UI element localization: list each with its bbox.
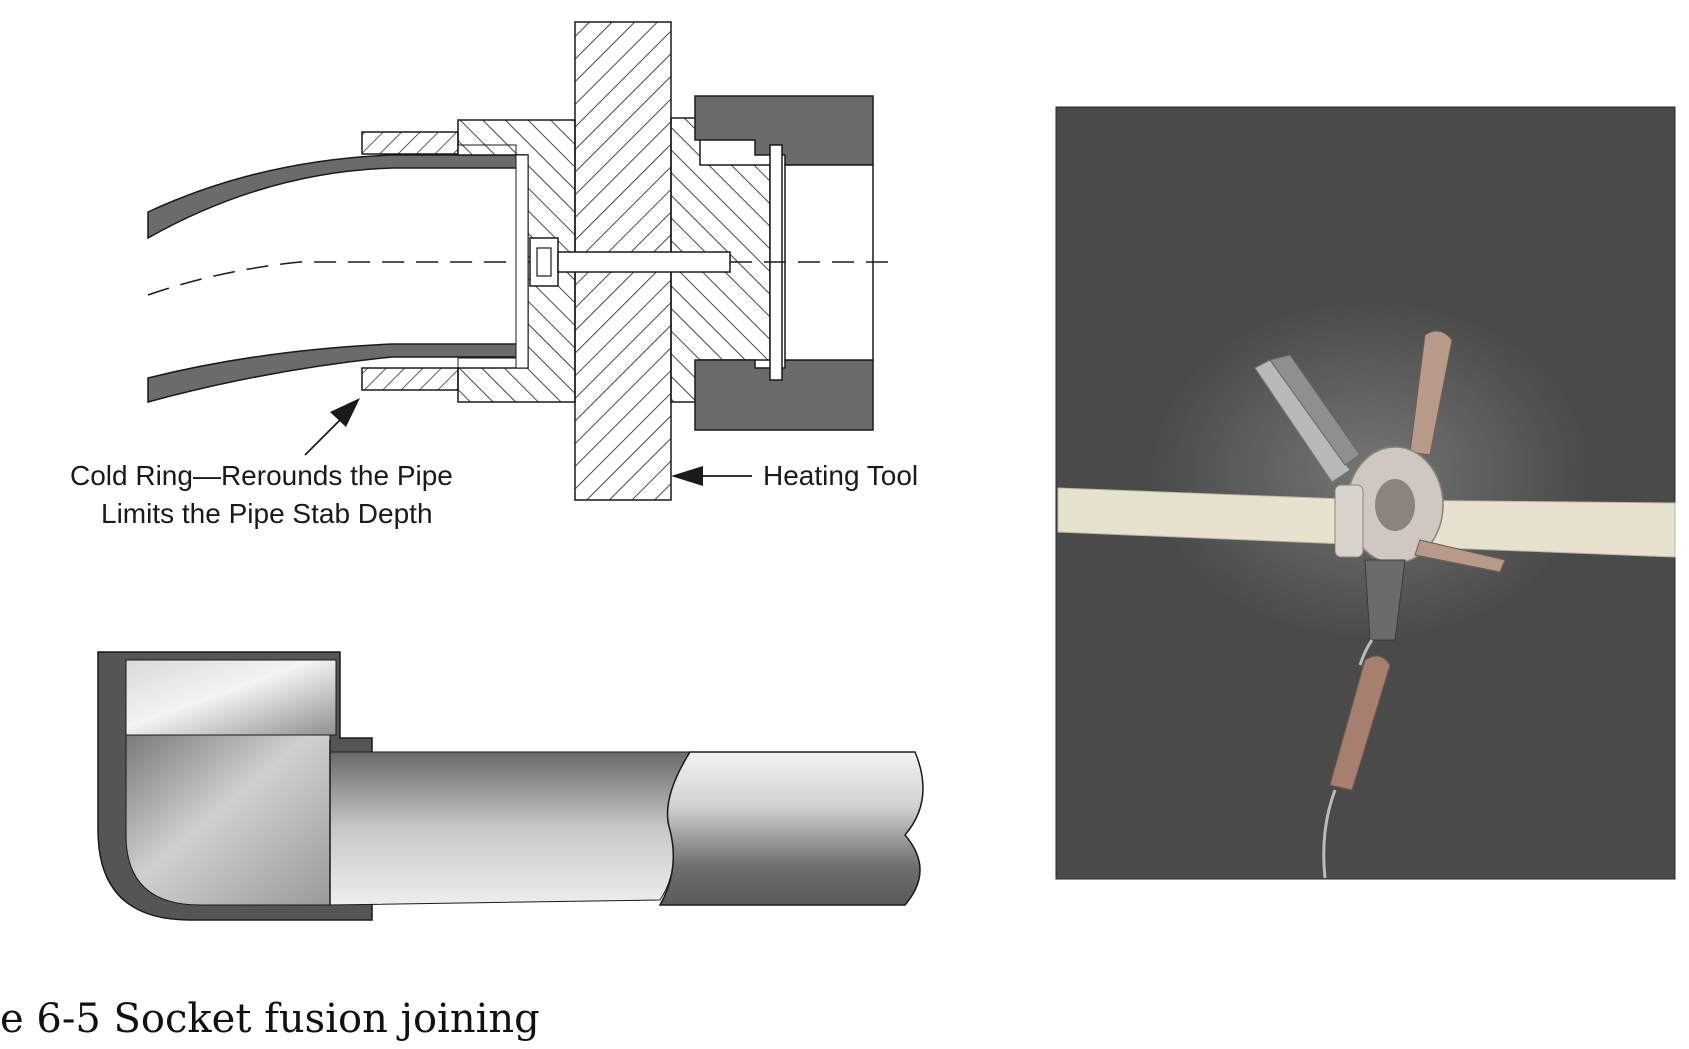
fitting-wall-top: [694, 95, 874, 166]
photo-lower-body: [1364, 559, 1406, 641]
photo-lower-handle: [1329, 655, 1391, 791]
inserted-pipe: [329, 751, 691, 906]
cold-ring-arrowhead: [330, 398, 360, 427]
photo-pliers: [1254, 359, 1351, 483]
cold-ring-label-line1: Cold Ring—Rerounds the Pipe: [70, 460, 453, 491]
socket-fusion-tool-photo: [1055, 106, 1676, 880]
photo-lever: [1414, 539, 1506, 573]
cold-ring-label-line2: Limits the Pipe Stab Depth: [101, 498, 433, 529]
photo-clamp-ring: [1334, 484, 1364, 558]
male-face-inner: [515, 154, 529, 369]
heating-tool-label: Heating Tool: [763, 460, 919, 491]
center-bolt-nut: [536, 247, 552, 277]
fitting-wall-bottom: [694, 359, 874, 431]
photo-cord-2: [1358, 639, 1374, 666]
figure-caption: e 6-5 Socket fusion joining: [0, 996, 540, 1042]
cold-ring-bottom: [361, 367, 459, 391]
shaded-elbow-drawing: [97, 651, 924, 921]
photo-cord: [1322, 789, 1337, 879]
photo-pliers-jaw: [1269, 354, 1361, 466]
cross-section-drawing: [147, 21, 895, 501]
center-bolt-shaft: [557, 251, 731, 273]
cold-ring-top: [361, 131, 459, 155]
outer-pipe-broken-end: [658, 751, 924, 906]
elbow-socket: [125, 659, 337, 736]
heating-tool-arrowhead: [671, 466, 703, 486]
pipe-wall-top: [147, 154, 526, 240]
cold-ring-lip-bottom: [457, 357, 517, 369]
pipe-centerline: [147, 261, 540, 296]
photo-upper-handle: [1409, 330, 1453, 456]
elbow-body: [125, 734, 331, 906]
photo-tool-hub: [1375, 479, 1415, 531]
